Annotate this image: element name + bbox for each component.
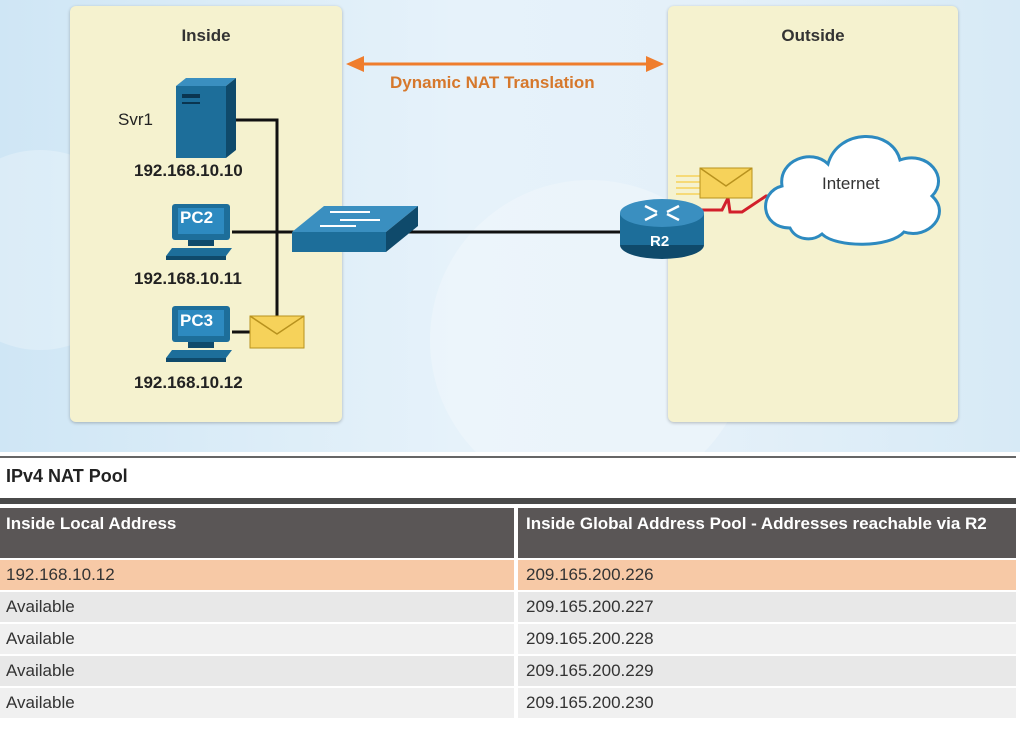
column-header-inside-global: Inside Global Address Pool - Addresses r…	[514, 508, 1016, 558]
internet-cloud-icon	[764, 135, 941, 246]
table-cell: Available	[0, 622, 514, 654]
table-cell: Available	[0, 654, 514, 686]
table-row: Available 209.165.200.227	[0, 590, 1016, 622]
diagram-graphics	[166, 56, 941, 362]
table-header-row: Inside Local Address Inside Global Addre…	[0, 508, 1016, 558]
outside-zone-title: Outside	[781, 26, 845, 45]
nat-diagram: Inside Outside	[0, 0, 1020, 452]
table-cell: 209.165.200.230	[514, 686, 1016, 718]
divider	[0, 456, 1016, 458]
table-cell: 209.165.200.226	[514, 558, 1016, 590]
inside-zone-title: Inside	[181, 26, 231, 45]
pc2-ip-label: 192.168.10.11	[134, 269, 242, 288]
table-row: 192.168.10.12 209.165.200.226	[0, 558, 1016, 590]
translated-packet-envelope-icon	[676, 167, 753, 199]
pc3-name-label: PC3	[180, 311, 214, 330]
table-cell: 192.168.10.12	[0, 558, 514, 590]
pc3-icon	[166, 306, 232, 362]
internet-label: Internet	[822, 174, 880, 193]
packet-envelope-icon	[249, 315, 305, 349]
table-cell: 209.165.200.228	[514, 622, 1016, 654]
nat-pool-table: Inside Local Address Inside Global Addre…	[0, 508, 1016, 718]
network-links	[232, 118, 626, 334]
server-name-label: Svr1	[118, 110, 153, 129]
router-icon	[620, 199, 704, 259]
table-cell: 209.165.200.227	[514, 590, 1016, 622]
column-header-inside-local: Inside Local Address	[0, 508, 514, 558]
table-title: IPv4 NAT Pool	[6, 466, 128, 486]
divider	[0, 498, 1016, 504]
table-row: Available 209.165.200.228	[0, 622, 1016, 654]
router-name-label: R2	[650, 233, 670, 250]
serial-link-icon	[700, 193, 780, 214]
nat-translation-arrow	[346, 56, 664, 72]
pc2-icon	[166, 204, 232, 260]
translation-label: Dynamic NAT Translation	[390, 73, 595, 92]
server-ip-label: 192.168.10.10	[134, 161, 243, 180]
table-row: Available 209.165.200.229	[0, 654, 1016, 686]
server-icon	[176, 78, 236, 158]
table-cell: Available	[0, 590, 514, 622]
pc2-name-label: PC2	[180, 208, 214, 227]
table-row: Available 209.165.200.230	[0, 686, 1016, 718]
table-cell: 209.165.200.229	[514, 654, 1016, 686]
svr1-link	[235, 118, 279, 232]
pc3-ip-label: 192.168.10.12	[134, 373, 243, 392]
switch-icon	[292, 206, 418, 252]
table-cell: Available	[0, 686, 514, 718]
